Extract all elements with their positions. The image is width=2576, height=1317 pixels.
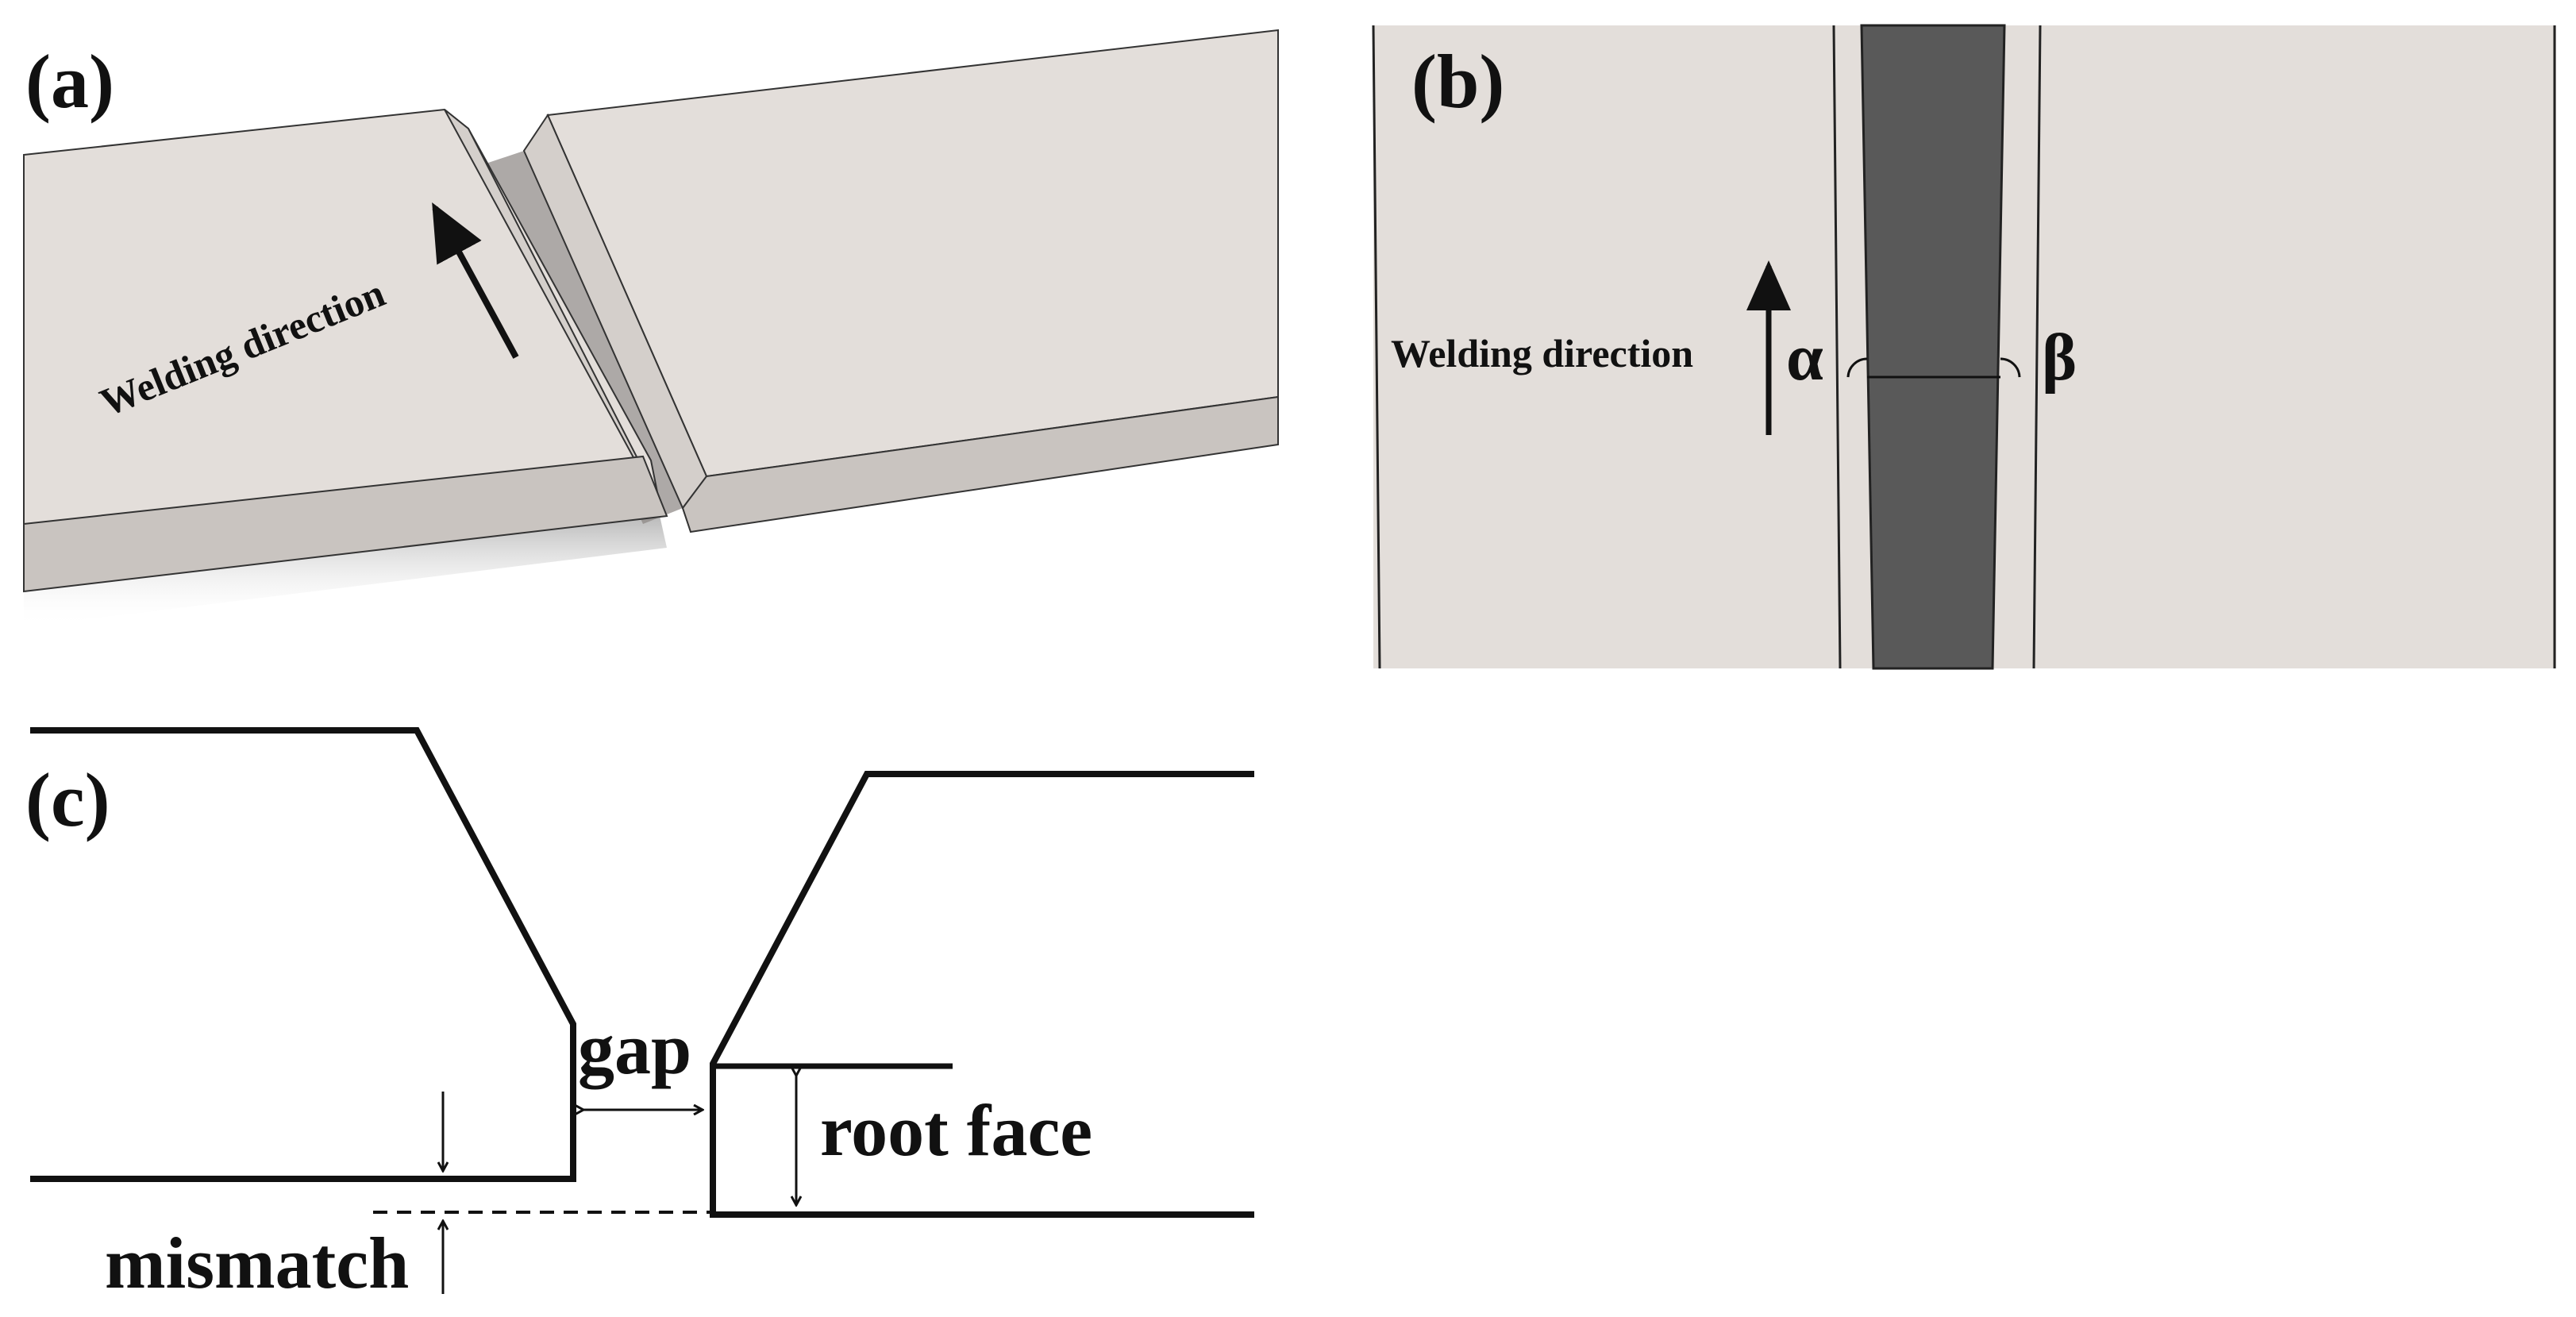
right-groove-edge [2032, 25, 2042, 669]
root-face-label: root face [820, 1090, 1092, 1171]
alpha-arc [1846, 357, 1868, 378]
right-plate-side [681, 395, 1279, 533]
panel-b: Welding direction α β (b) [1372, 24, 2556, 670]
welding-direction-arrow [432, 202, 519, 359]
panel-label-b: (b) [1411, 39, 1504, 124]
panel-a: Welding direction (a) [23, 29, 1279, 627]
gap-label: gap [578, 1008, 691, 1089]
left-plate-side [23, 455, 668, 593]
left-outer-edge [1372, 25, 1381, 669]
panel-label-a: (a) [25, 39, 114, 124]
panel-c: (c) gap root face mismatch [25, 727, 1254, 1304]
groove-root [1860, 24, 2006, 670]
welding-direction-label-b: Welding direction [1391, 331, 1693, 375]
mismatch-label: mismatch [105, 1223, 409, 1304]
left-plate-shadow [24, 512, 667, 627]
left-groove-edge [1832, 25, 1842, 669]
panel-label-c: (c) [25, 757, 110, 842]
left-plate-profile [30, 727, 576, 1182]
alpha-label: α [1786, 321, 1823, 395]
beta-arc [2000, 357, 2021, 378]
beta-label: β [2042, 321, 2077, 395]
